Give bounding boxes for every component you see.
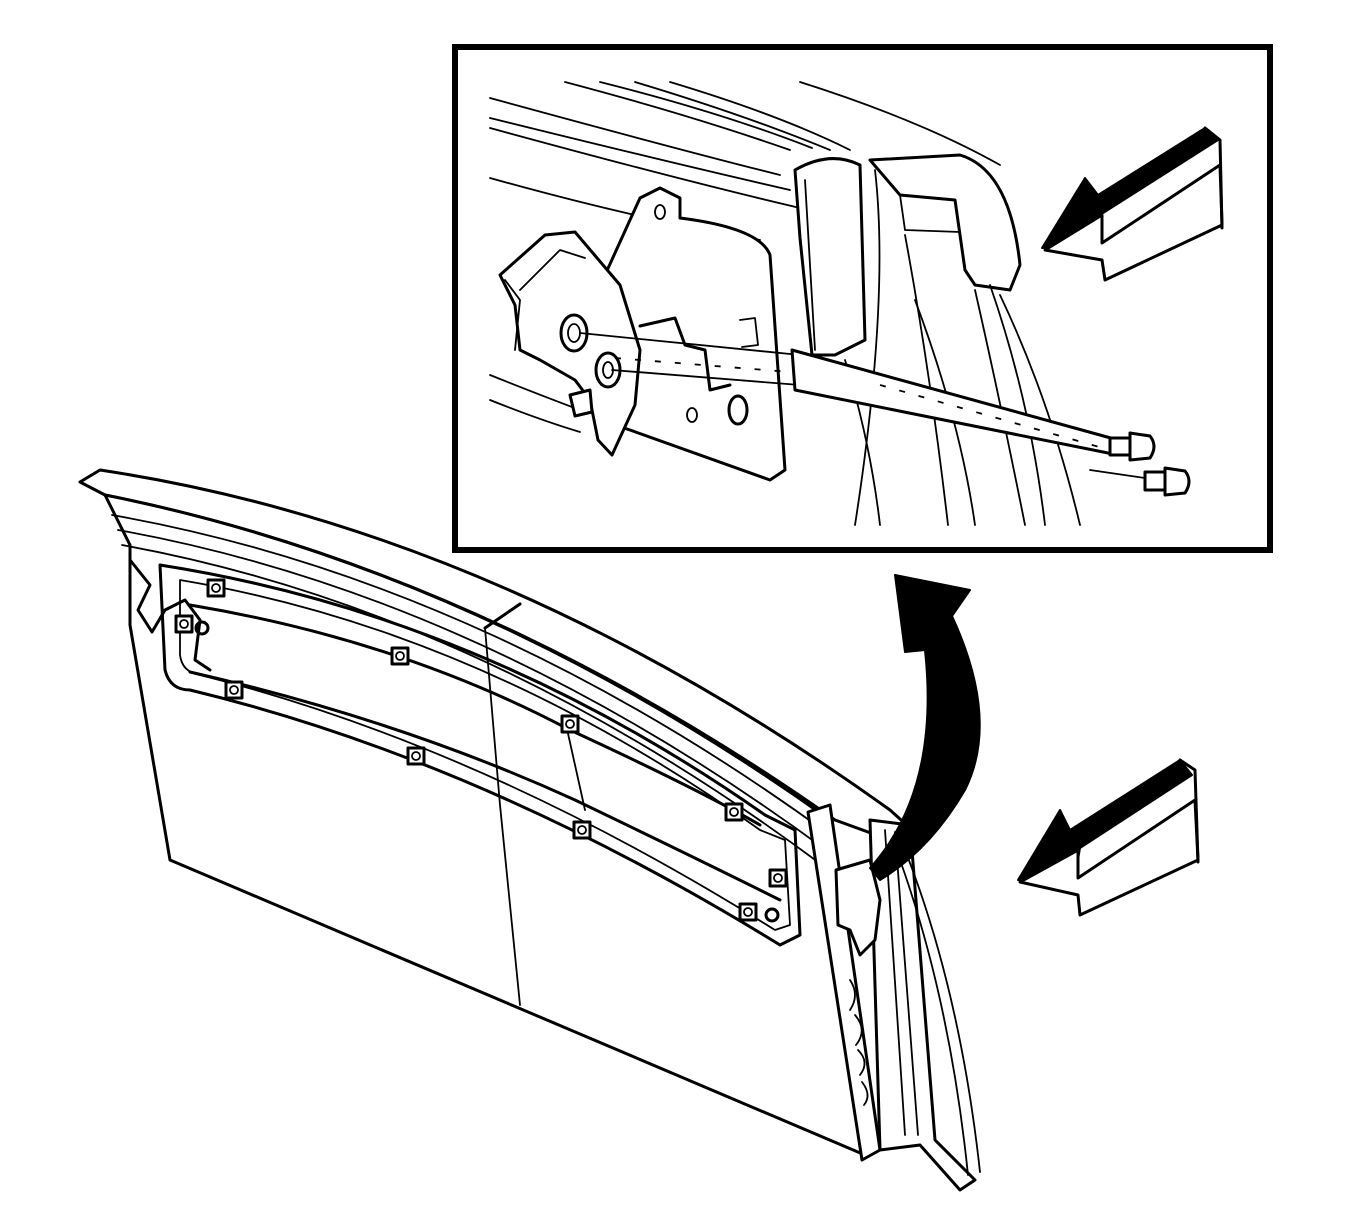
clip: [764, 907, 780, 923]
inset-door-edge: [793, 153, 1081, 526]
clip: [738, 902, 758, 922]
mounting-bolts: [1089, 431, 1191, 497]
latch-mechanism: [498, 230, 642, 457]
rotate-arrow-icon: [869, 574, 981, 881]
panel-clips: [174, 578, 788, 923]
tailgate-trim-panel: [78, 468, 981, 1192]
clip: [174, 614, 194, 634]
clip: [224, 680, 244, 700]
inset-view-direction-arrow-icon: [1041, 126, 1224, 282]
left-bracket: [128, 558, 212, 672]
clip: [406, 746, 426, 766]
bolt: [1108, 431, 1156, 462]
clip: [390, 646, 410, 666]
bolt: [1089, 466, 1191, 497]
clip: [768, 868, 788, 888]
clip: [206, 578, 226, 598]
right-side-edge: [806, 803, 981, 1192]
view-direction-arrow-icon: [1017, 758, 1200, 917]
clip: [560, 714, 580, 734]
panel-recess: [158, 563, 802, 947]
detail-inset-view: [452, 44, 1273, 553]
clip: [724, 802, 744, 822]
clip: [572, 820, 592, 840]
